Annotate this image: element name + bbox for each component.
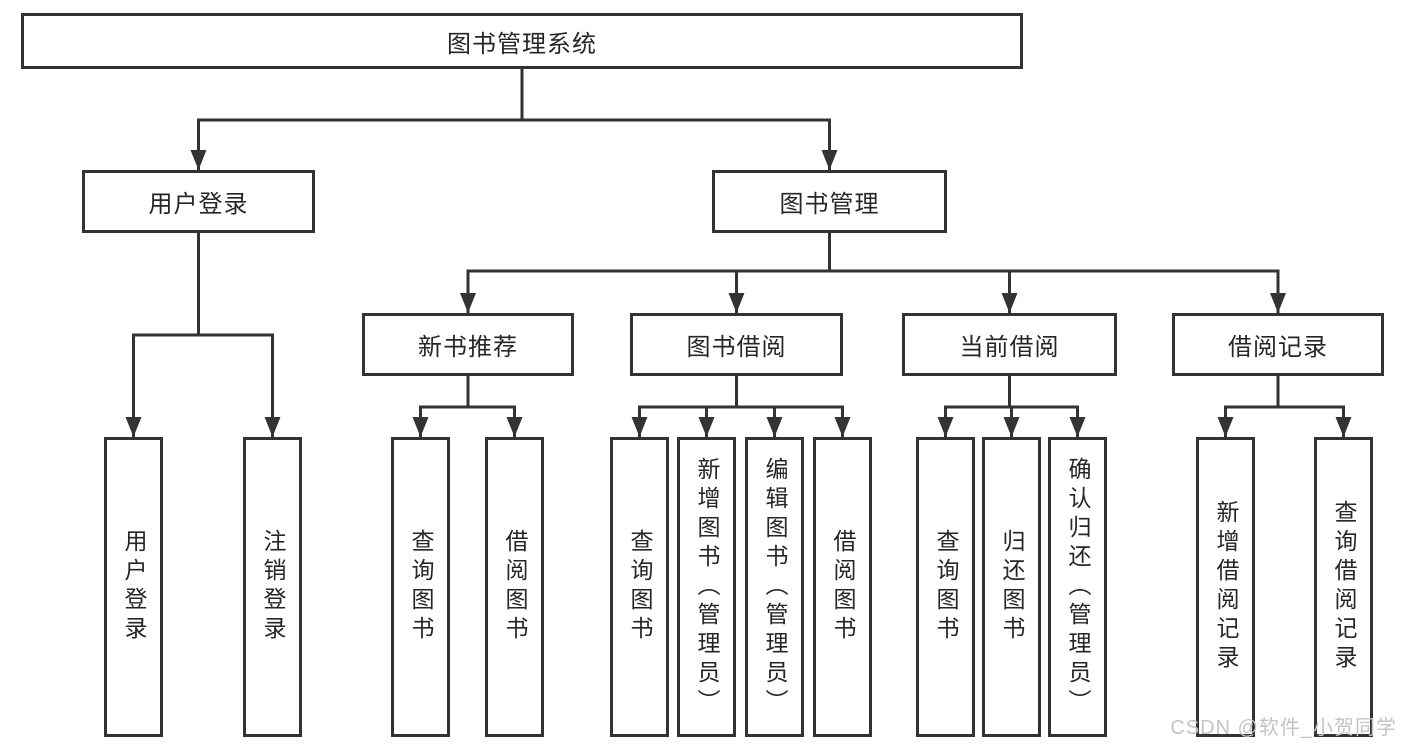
connector-recommend-to-leaves bbox=[419, 374, 516, 438]
arrowhead bbox=[821, 150, 838, 170]
connector-root-to-level2 bbox=[197, 67, 831, 171]
node-label: 查询借阅记录 bbox=[1331, 500, 1357, 674]
node-leaf-borrowing-add-books-admin: 新增图书（管理员） bbox=[677, 437, 736, 737]
node-label: 归还图书 bbox=[999, 529, 1025, 645]
node-leaf-current-return-books: 归还图书 bbox=[982, 437, 1041, 737]
arrowhead bbox=[1003, 417, 1020, 437]
arrowhead bbox=[698, 417, 715, 437]
node-leaf-records-add-record: 新增借阅记录 bbox=[1196, 437, 1255, 737]
node-label: 注销登录 bbox=[260, 529, 286, 645]
node-label: 借阅图书 bbox=[502, 529, 528, 645]
arrowhead bbox=[264, 417, 281, 437]
arrowhead bbox=[1335, 417, 1352, 437]
node-current-borrowing: 当前借阅 bbox=[902, 313, 1117, 376]
arrowhead bbox=[506, 417, 523, 437]
node-label: 编辑图书（管理员） bbox=[762, 456, 788, 718]
node-leaf-current-confirm-return-admin: 确认归还（管理员） bbox=[1048, 437, 1107, 737]
arrowhead bbox=[125, 417, 142, 437]
connector-book-mgmt-to-level3 bbox=[466, 231, 1280, 314]
node-library-management-system: 图书管理系统 bbox=[21, 13, 1023, 69]
csdn-watermark: CSDN @软件_小贺同学 bbox=[1170, 717, 1397, 739]
connector-user-login-to-leaves bbox=[132, 231, 274, 438]
node-label: 新增图书（管理员） bbox=[694, 456, 720, 718]
arrowhead bbox=[412, 417, 429, 437]
node-leaf-recommend-query-books: 查询图书 bbox=[391, 437, 450, 737]
node-label: 图书管理系统 bbox=[447, 30, 597, 58]
node-new-book-recommendation: 新书推荐 bbox=[362, 313, 574, 376]
arrowhead bbox=[460, 293, 476, 313]
node-label: 用户登录 bbox=[121, 529, 147, 645]
node-leaf-current-query-books: 查询图书 bbox=[916, 437, 975, 737]
node-leaf-recommend-borrow-books: 借阅图书 bbox=[485, 437, 544, 737]
node-book-borrowing: 图书借阅 bbox=[630, 313, 843, 376]
node-leaf-borrowing-edit-books-admin: 编辑图书（管理员） bbox=[745, 437, 804, 737]
arrowhead bbox=[190, 150, 207, 170]
node-label: 查询图书 bbox=[627, 529, 653, 645]
node-leaf-records-query-record: 查询借阅记录 bbox=[1314, 437, 1373, 737]
arrowhead bbox=[1270, 293, 1286, 313]
connector-borrowing-to-leaves bbox=[638, 374, 844, 438]
node-leaf-borrowing-borrow-books: 借阅图书 bbox=[813, 437, 872, 737]
node-borrowing-records: 借阅记录 bbox=[1172, 313, 1384, 376]
node-label: 新增借阅记录 bbox=[1213, 500, 1239, 674]
node-label: 查询图书 bbox=[933, 529, 959, 645]
node-user-login-branch: 用户登录 bbox=[82, 170, 315, 233]
node-label: 新书推荐 bbox=[418, 334, 518, 361]
node-label: 图书管理 bbox=[779, 191, 880, 218]
arrowhead bbox=[1069, 417, 1086, 437]
node-label: 借阅记录 bbox=[1228, 334, 1328, 361]
arrowhead bbox=[1217, 417, 1234, 437]
arrowhead bbox=[1001, 293, 1018, 313]
connector-records-to-leaves bbox=[1224, 374, 1345, 438]
node-leaf-borrowing-query-books: 查询图书 bbox=[610, 437, 669, 737]
node-label: 借阅图书 bbox=[830, 529, 856, 645]
arrowhead bbox=[766, 417, 783, 437]
node-label: 用户登录 bbox=[148, 191, 249, 218]
arrowhead bbox=[834, 417, 851, 437]
arrowhead bbox=[631, 417, 648, 437]
node-label: 确认归还（管理员） bbox=[1065, 456, 1091, 718]
node-label: 图书借阅 bbox=[686, 334, 787, 361]
arrowhead bbox=[728, 293, 745, 313]
node-label: 查询图书 bbox=[408, 529, 434, 645]
node-label: 当前借阅 bbox=[959, 334, 1060, 361]
arrowhead bbox=[937, 417, 954, 437]
node-book-management: 图书管理 bbox=[712, 170, 947, 233]
node-leaf-logout: 注销登录 bbox=[243, 437, 302, 737]
node-leaf-user-login: 用户登录 bbox=[104, 437, 163, 737]
